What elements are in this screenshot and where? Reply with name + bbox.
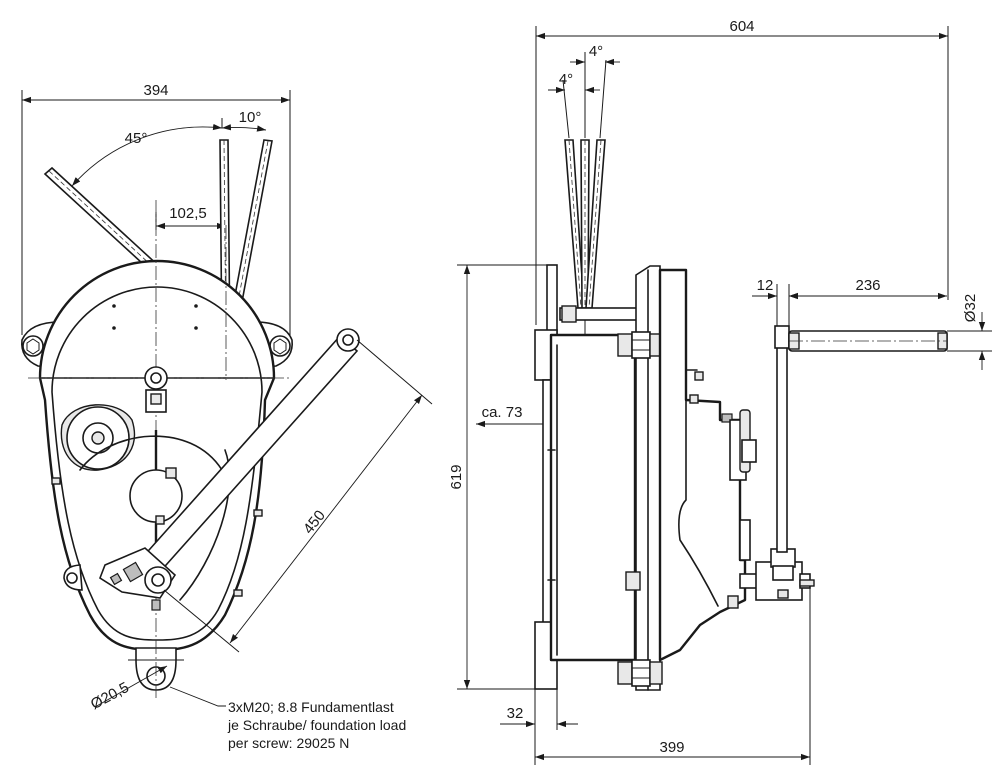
lever-side-positions xyxy=(564,139,606,309)
dimension-handle-diameter: Ø32 xyxy=(947,294,992,370)
pivot-shaft-top xyxy=(144,366,168,413)
dimension-base-399: 399 xyxy=(535,588,811,765)
foundation-note-line-2: je Schraube/ foundation load xyxy=(227,717,406,733)
dim-label-394: 394 xyxy=(143,82,168,99)
flange-bolt-bottom xyxy=(617,659,663,687)
dimension-offset-102-5: 102,5 xyxy=(155,205,226,230)
flange-bolt-middle xyxy=(625,571,641,591)
note-leader xyxy=(169,686,226,707)
lever-hub xyxy=(99,547,177,611)
dim-label-399: 399 xyxy=(659,739,684,756)
pulley-wheel xyxy=(60,404,136,471)
flange-plate xyxy=(635,265,661,691)
dim-label-4-deg-left: 4° xyxy=(559,71,573,88)
side-view: 604 4° 4° 61 xyxy=(448,18,992,765)
housing-main-body xyxy=(547,333,637,662)
dim-label-450: 450 xyxy=(300,507,329,537)
inner-housing-line xyxy=(79,435,223,471)
dimension-angle-4-top: 4° xyxy=(570,43,620,139)
dimension-angle-45: 45° xyxy=(71,123,223,187)
crank-arm xyxy=(774,325,790,553)
dim-label-619: 619 xyxy=(448,464,465,489)
mounting-ear-bottom-left xyxy=(63,564,83,591)
dimension-foot-32: 32 xyxy=(500,689,578,765)
crank-coupling xyxy=(755,548,815,601)
dimension-overall-width-604: 604 xyxy=(535,18,949,325)
dim-label-32: 32 xyxy=(507,705,524,722)
dim-label-ca-73: ca. 73 xyxy=(482,404,523,421)
dim-label-10-deg: 10° xyxy=(239,109,262,126)
foundation-note-line-1: 3xM20; 8.8 Fundamentlast xyxy=(228,699,394,715)
dim-label-45-deg: 45° xyxy=(125,130,148,147)
dim-label-102-5: 102,5 xyxy=(169,205,207,222)
dim-label-hole-diameter: Ø20,5 xyxy=(88,679,132,713)
center-disk xyxy=(129,467,183,525)
lever-shaft-side xyxy=(559,305,641,323)
dimension-width-394: 394 xyxy=(21,82,291,335)
foundation-note-line-3: per screw: 29025 N xyxy=(228,735,349,751)
crank-handle xyxy=(788,330,948,352)
dim-label-4-deg-top: 4° xyxy=(589,43,603,60)
front-view: 394 45° 10° 102,5 xyxy=(21,82,433,751)
dim-label-604: 604 xyxy=(729,18,754,35)
dim-label-handle-diameter: Ø32 xyxy=(962,294,979,322)
dimension-handle-length-236: 236 xyxy=(789,277,947,300)
flange-bolt-top xyxy=(617,331,663,359)
adjustment-knob xyxy=(729,409,757,481)
dimension-angle-4-left: 4° xyxy=(548,71,600,139)
dimension-crank-offset-12: 12 xyxy=(752,277,810,331)
dimension-height-619: 619 xyxy=(448,264,548,690)
dim-label-12: 12 xyxy=(757,277,774,294)
dimension-angle-10: 10° xyxy=(221,109,267,132)
dim-label-236: 236 xyxy=(855,277,880,294)
